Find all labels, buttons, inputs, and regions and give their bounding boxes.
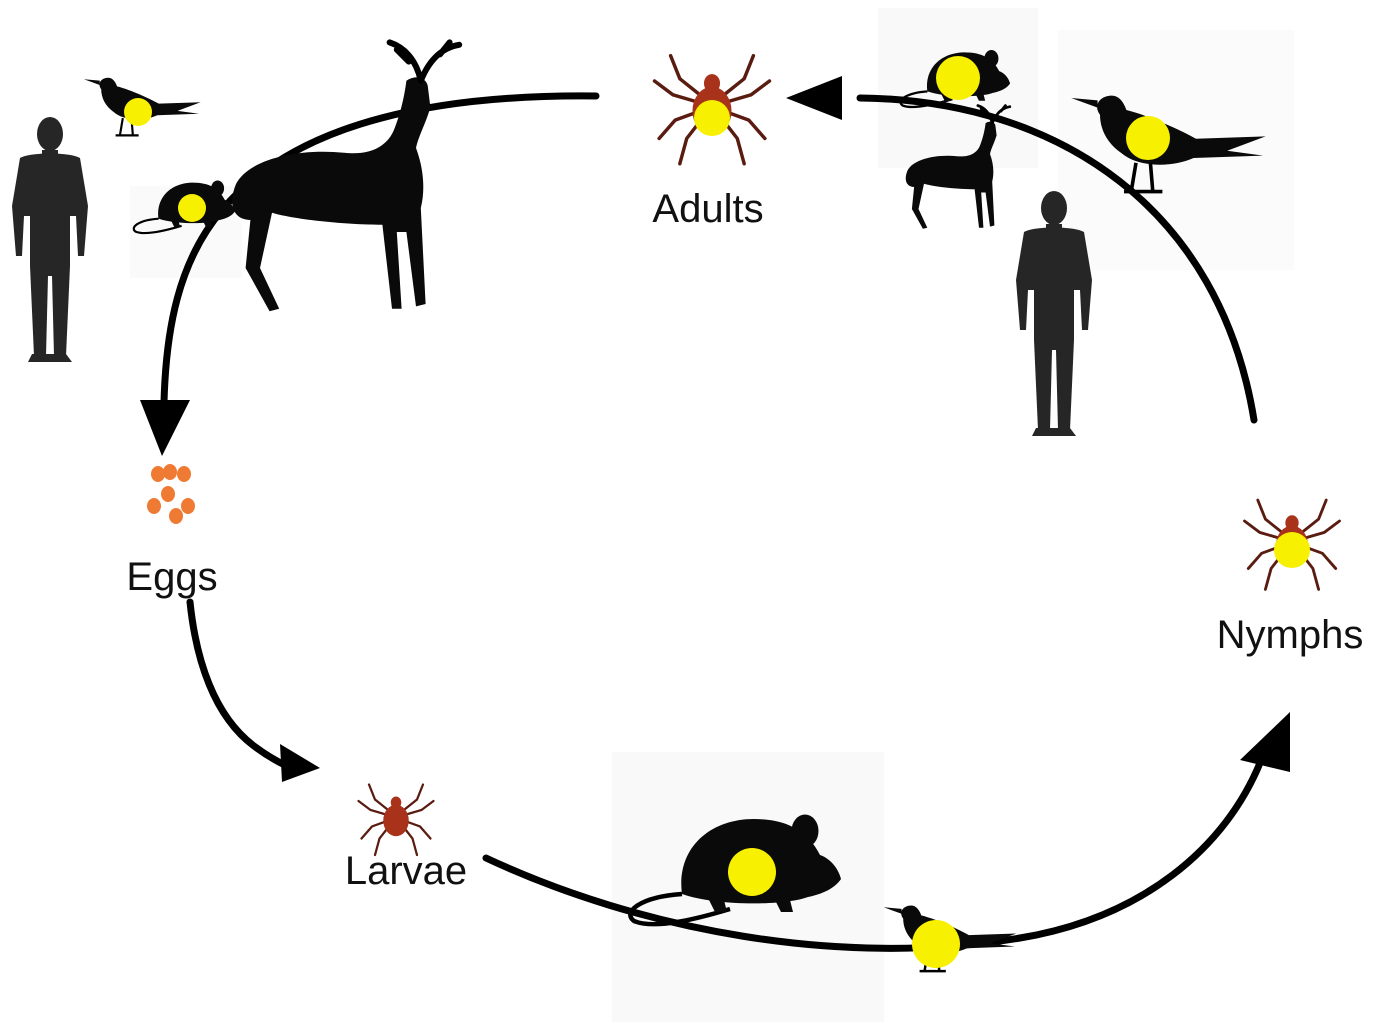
stage-label-nymphs: Nymphs	[1217, 613, 1364, 657]
larva-tick-icon	[359, 785, 434, 856]
deer-host-icon	[232, 42, 459, 311]
eggs-icon	[147, 464, 195, 524]
infection-spot	[124, 98, 152, 126]
infection-spot	[178, 194, 206, 222]
arrowhead-eggs	[140, 400, 190, 456]
stage-label-eggs: Eggs	[126, 555, 217, 599]
human-host-icon	[12, 117, 88, 362]
arrowhead-larvae	[280, 744, 320, 782]
infection-spot	[1126, 116, 1170, 160]
infection-spot	[694, 100, 730, 136]
infection-spot	[936, 56, 980, 100]
infection-spot	[912, 920, 960, 968]
stage-label-larvae: Larvae	[345, 849, 467, 893]
arrowhead-adults	[786, 76, 842, 120]
arrowhead-nymphs	[1240, 712, 1290, 772]
infection-spot	[728, 848, 776, 896]
infection-spot	[1274, 532, 1310, 568]
stage-label-adults: Adults	[652, 187, 763, 231]
